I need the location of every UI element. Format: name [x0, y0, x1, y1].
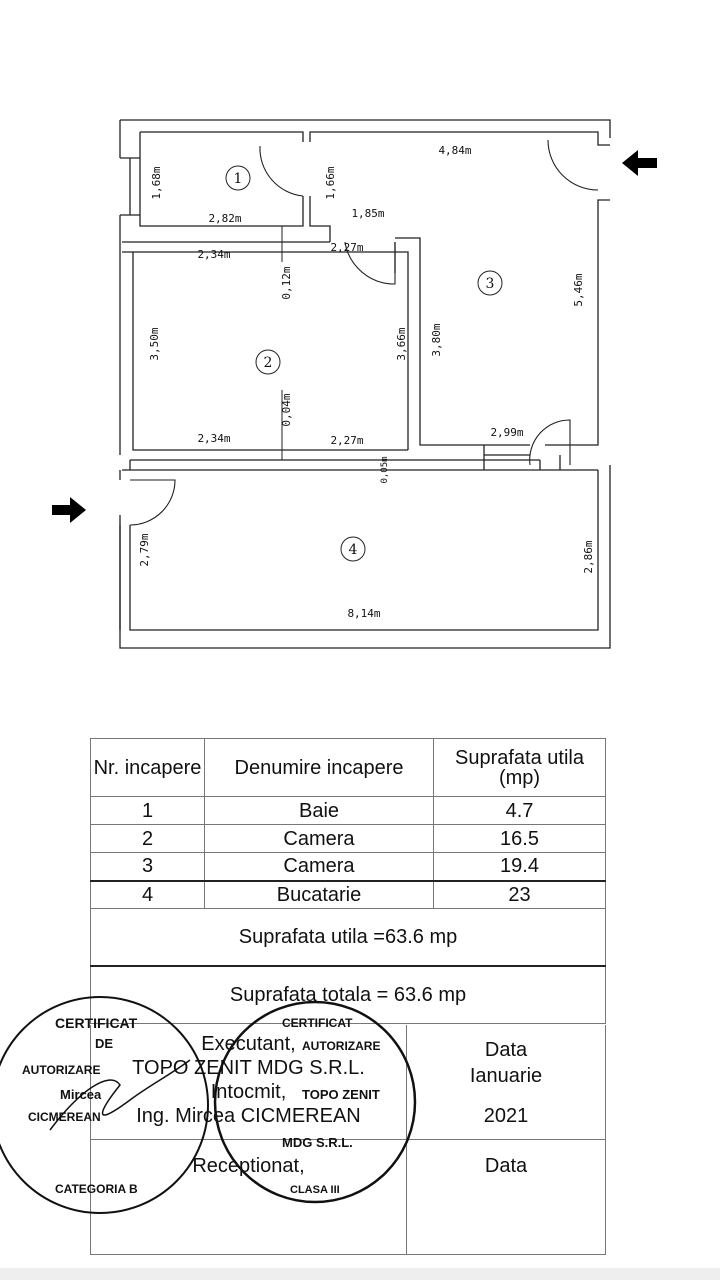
dimension-label: 0,05m	[380, 456, 390, 483]
arrow-right-icon	[52, 497, 86, 523]
room-number: 3	[486, 276, 495, 292]
dimension-labels: 4,84m 1,68m 1,66m 2,82m 1,85m 2,34m 2,27…	[138, 144, 595, 620]
dimension-label: 4,84m	[438, 144, 471, 157]
date-label: Data	[484, 1039, 528, 1061]
cell-name: Camera	[204, 852, 434, 881]
dimension-label: 1,66m	[324, 166, 337, 199]
dimension-label: 5,46m	[572, 273, 585, 306]
table-header-row: Nr. incapere Denumire incapere Suprafata…	[90, 738, 606, 797]
header-area: Suprafata utila (mp)	[433, 738, 606, 797]
date-label-2: Data	[484, 1155, 528, 1177]
dimension-label: 0,04m	[280, 393, 293, 426]
dimension-label: 1,85m	[351, 207, 384, 220]
cell-nr: 1	[90, 796, 205, 825]
dimension-label: 3,50m	[148, 327, 161, 360]
cell-area: 19.4	[433, 852, 606, 881]
room-numbers: 1 2 3 4	[225, 165, 503, 562]
dimension-label: 2,82m	[208, 212, 241, 225]
header-nr: Nr. incapere	[90, 738, 205, 797]
doors	[129, 139, 599, 526]
dimension-label: 2,79m	[138, 533, 151, 566]
useful-total: Suprafata utila =63.6 mp	[90, 908, 606, 967]
room-number: 4	[349, 542, 358, 558]
bottom-edge	[0, 1268, 720, 1280]
engineer-name: Ing. Mircea CICMEREAN	[136, 1105, 361, 1127]
dimension-label: 2,34m	[197, 248, 230, 261]
dimension-label: 8,14m	[347, 607, 380, 620]
dimension-label: 2,34m	[197, 432, 230, 445]
dimension-label: 3,66m	[395, 327, 408, 360]
cell-nr: 3	[90, 852, 205, 881]
cell-area: 23	[433, 880, 606, 909]
dimension-label: 2,27m	[330, 434, 363, 447]
dimension-label: 1,68m	[150, 166, 163, 199]
receptionat-label: Receptionat,	[192, 1155, 305, 1177]
room-number: 2	[264, 355, 273, 371]
cell-area: 4.7	[433, 796, 606, 825]
room-number: 1	[234, 171, 243, 187]
cell-nr: 4	[90, 880, 205, 909]
cell-name: Baie	[204, 796, 434, 825]
useful-total-row: Suprafata utila =63.6 mp	[90, 908, 606, 967]
header-name: Denumire incapere	[204, 738, 434, 797]
executant-label: Executant,	[201, 1033, 296, 1055]
dimension-label: 2,99m	[490, 426, 523, 439]
date-month: Ianuarie	[469, 1065, 543, 1087]
dimension-label: 2,86m	[582, 540, 595, 573]
date-year: 2021	[483, 1105, 529, 1127]
cell-name: Bucatarie	[204, 880, 434, 909]
cell-name: Camera	[204, 824, 434, 853]
dimension-label: 2,27m	[330, 241, 363, 254]
stamp-text: AUTORIZARE	[22, 1063, 100, 1077]
cell-nr: 2	[90, 824, 205, 853]
cell-area: 16.5	[433, 824, 606, 853]
signature-block: Executant, TOPO ZENIT MDG S.R.L. Intocmi…	[90, 1025, 606, 1255]
dimension-label: 3,80m	[430, 323, 443, 356]
grand-total-row: Suprafata totala = 63.6 mp	[90, 965, 606, 1024]
floor-plan: 1 2 3 4 4,84m 1,68m 1,66m 2,82m 1,85m 2,…	[52, 119, 657, 649]
rooms-table: Nr. incapere Denumire incapere Suprafata…	[90, 738, 606, 1024]
arrow-left-icon	[622, 150, 657, 176]
walls	[119, 119, 611, 649]
grand-total: Suprafata totala = 63.6 mp	[90, 965, 606, 1024]
intocmit-label: Intocmit,	[210, 1081, 287, 1103]
dimension-label: 0,12m	[280, 266, 293, 299]
company-name: TOPO ZENIT MDG S.R.L.	[132, 1057, 365, 1079]
